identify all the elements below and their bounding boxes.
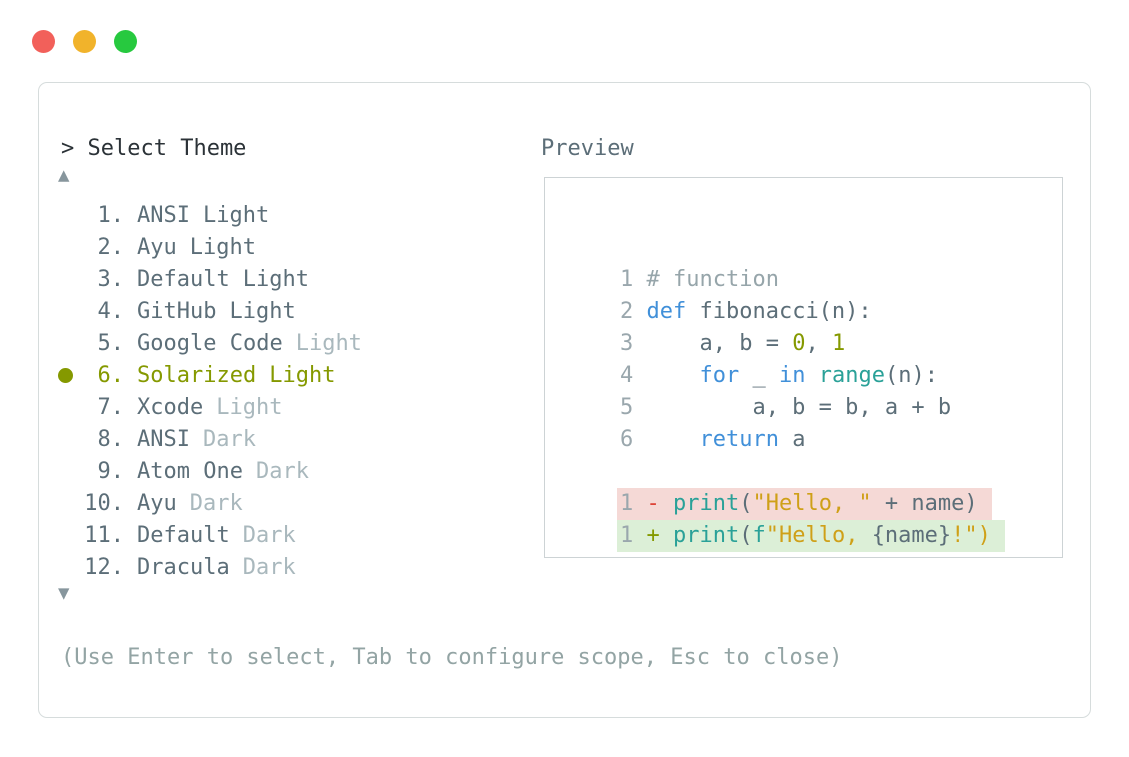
window-controls xyxy=(32,30,137,53)
scroll-down-icon[interactable]: ▼ xyxy=(58,582,70,604)
theme-option[interactable]: 9. Atom One Dark xyxy=(51,455,521,487)
theme-option-variant: Light xyxy=(202,202,270,228)
bullet-cell xyxy=(51,272,84,287)
theme-option[interactable]: 3. Default Light xyxy=(51,263,521,295)
theme-option-number: 8. xyxy=(97,426,125,452)
preview-code: 1 # function 2 def fibonacci(n): 3 a, b … xyxy=(545,178,1062,552)
theme-option[interactable]: 12. Dracula Dark xyxy=(51,551,521,583)
code-line: 1 - print("Hello, " + name) xyxy=(567,456,1062,520)
theme-option-name: Ayu xyxy=(137,234,177,260)
theme-option-number: 1. xyxy=(97,202,125,228)
minimize-button[interactable] xyxy=(73,30,96,53)
theme-option-number: 5. xyxy=(97,330,125,356)
theme-option[interactable]: 7. Xcode Light xyxy=(51,391,521,423)
theme-picker-panel: > Select Theme Preview ▲ 1. ANSI Light 2… xyxy=(38,82,1091,718)
zoom-button[interactable] xyxy=(114,30,137,53)
theme-option-name: Default xyxy=(137,522,230,548)
bullet-cell xyxy=(51,240,84,255)
theme-option-variant: Light xyxy=(269,362,336,388)
theme-list: 1. ANSI Light 2. Ayu Light 3. Default Li… xyxy=(51,199,521,583)
theme-option-name: Dracula xyxy=(137,554,230,580)
code-line-content: 1 + print(f"Hello, {name}!") xyxy=(616,520,1005,552)
bullet-cell xyxy=(51,367,84,383)
theme-option-name: Atom One xyxy=(137,458,243,484)
scroll-up-icon[interactable]: ▲ xyxy=(58,164,70,186)
theme-option-variant: Light xyxy=(242,266,309,292)
theme-option-number: 2. xyxy=(97,234,125,260)
theme-option[interactable]: 10. Ayu Dark xyxy=(51,487,521,519)
theme-option-number: 4. xyxy=(97,298,125,324)
theme-option-number: 10. xyxy=(84,490,124,516)
code-line-content: 1 - print("Hello, " + name) xyxy=(616,488,992,520)
theme-option[interactable]: 1. ANSI Light xyxy=(51,199,521,231)
theme-option-number: 12. xyxy=(84,554,124,580)
panel-title: > Select Theme xyxy=(61,136,247,161)
theme-option-variant: Dark xyxy=(202,426,256,452)
code-line-content xyxy=(617,456,620,488)
theme-option-variant: Dark xyxy=(255,458,309,484)
selected-bullet-icon xyxy=(58,367,73,383)
code-line: 1 + print(f"Hello, {name}!") xyxy=(567,488,1062,552)
theme-option-variant: Dark xyxy=(242,522,296,548)
theme-option[interactable]: 4. GitHub Light xyxy=(51,295,521,327)
theme-option[interactable]: 2. Ayu Light xyxy=(51,231,521,263)
bullet-cell xyxy=(51,400,84,415)
code-line-content: 2 def fibonacci(n): xyxy=(619,299,872,324)
bullet-cell xyxy=(51,304,84,319)
theme-option-name: Solarized xyxy=(137,362,257,388)
preview-label: Preview xyxy=(541,136,634,161)
bullet-cell xyxy=(51,528,84,543)
theme-option-name: Default xyxy=(137,266,230,292)
theme-option-variant: Light xyxy=(216,394,283,420)
theme-option-number: 6. xyxy=(97,362,125,388)
bullet-cell xyxy=(51,496,84,511)
code-line-content: 6 return a xyxy=(619,427,806,452)
footer-hint: (Use Enter to select, Tab to configure s… xyxy=(61,645,843,670)
theme-option-name: Ayu xyxy=(137,490,177,516)
theme-option[interactable]: 11. Default Dark xyxy=(51,519,521,551)
theme-option-number: 7. xyxy=(97,394,125,420)
theme-option-name: ANSI xyxy=(137,426,190,452)
theme-option-name: GitHub xyxy=(137,298,217,324)
theme-option-variant: Dark xyxy=(242,554,296,580)
code-line: 6 return a xyxy=(567,392,1062,452)
theme-option-number: 9. xyxy=(97,458,125,484)
close-button[interactable] xyxy=(32,30,55,53)
code-line: 1 # function xyxy=(567,232,1062,292)
theme-option-name: ANSI xyxy=(137,202,190,228)
code-line-content: 4 for _ in range(n): xyxy=(619,363,938,388)
code-line-content: 3 a, b = 0, 1 xyxy=(619,331,846,356)
theme-option[interactable]: 6. Solarized Light xyxy=(51,359,521,391)
code-line-content: 1 # function xyxy=(619,267,779,292)
code-line: 3 a, b = 0, 1 xyxy=(567,296,1062,356)
code-line-content: 5 a, b = b, a + b xyxy=(619,395,952,420)
theme-option-variant: Light xyxy=(229,298,296,324)
theme-option[interactable]: 8. ANSI Dark xyxy=(51,423,521,455)
bullet-cell xyxy=(51,560,84,575)
theme-option[interactable]: 5. Google Code Light xyxy=(51,327,521,359)
theme-option-variant: Light xyxy=(295,330,362,356)
theme-option-variant: Light xyxy=(189,234,256,260)
bullet-cell xyxy=(51,464,84,479)
theme-option-number: 3. xyxy=(97,266,125,292)
preview-box: 1 # function 2 def fibonacci(n): 3 a, b … xyxy=(544,177,1063,558)
theme-option-variant: Dark xyxy=(189,490,243,516)
bullet-cell xyxy=(51,432,84,447)
code-line: 4 for _ in range(n): xyxy=(567,328,1062,388)
theme-option-name: Google Code xyxy=(137,330,283,356)
code-line: 2 def fibonacci(n): xyxy=(567,264,1062,324)
theme-option-name: Xcode xyxy=(137,394,204,420)
bullet-cell xyxy=(51,336,84,351)
theme-option-number: 11. xyxy=(84,522,124,548)
code-line: 5 a, b = b, a + b xyxy=(567,360,1062,420)
bullet-cell xyxy=(51,208,84,223)
